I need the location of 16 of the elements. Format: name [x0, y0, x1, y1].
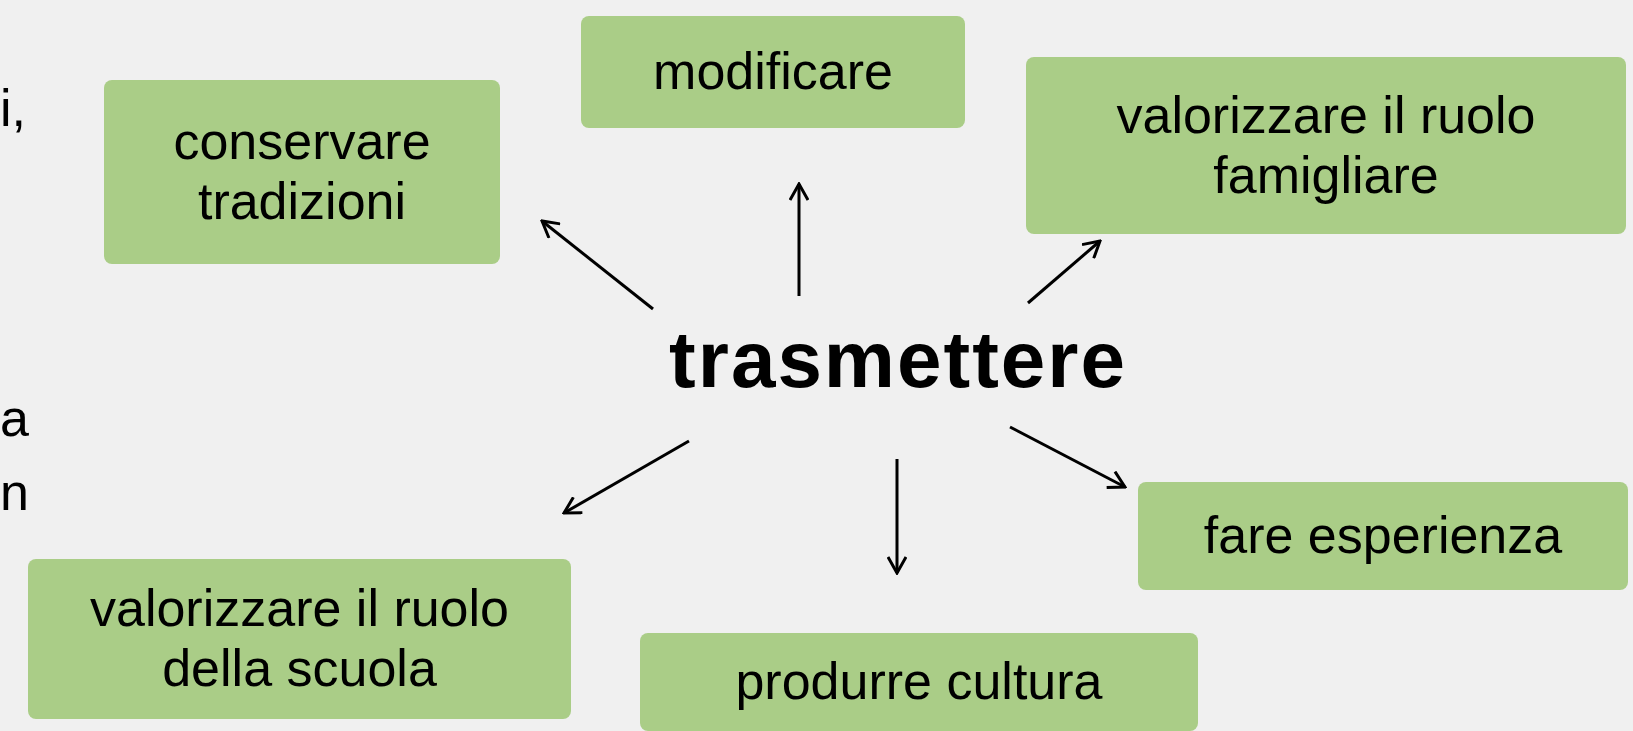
arrow: [1009, 425, 1127, 490]
arrow: [562, 439, 690, 515]
concept-box: valorizzare il ruolo della scuola: [28, 559, 571, 719]
central-concept: trasmettere: [630, 315, 1166, 405]
text-fragment: a: [0, 392, 29, 444]
arrow: [788, 182, 810, 296]
arrow: [540, 219, 654, 311]
arrow: [886, 459, 908, 575]
concept-box: valorizzare il ruolo famigliare: [1026, 57, 1626, 234]
concept-box: produrre cultura: [640, 633, 1198, 731]
arrow: [1027, 239, 1102, 305]
text-fragment: n: [0, 466, 29, 518]
concept-box: fare esperienza: [1138, 482, 1628, 590]
concept-box: conservare tradizioni: [104, 80, 500, 264]
concept-box: modificare: [581, 16, 965, 128]
text-fragment: i,: [0, 82, 26, 134]
